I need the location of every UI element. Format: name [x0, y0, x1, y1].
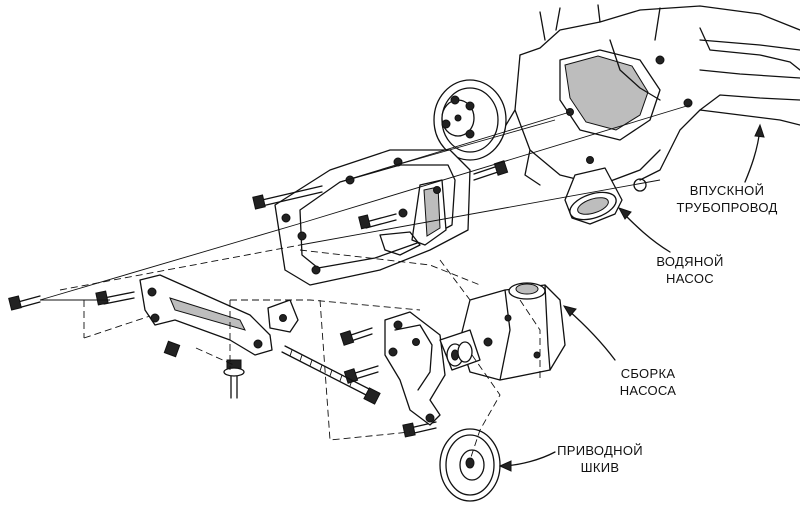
- pump-assembly-body: [439, 282, 566, 381]
- bolts: [8, 160, 509, 438]
- water-pump-hub: [433, 79, 507, 161]
- label-water-pump: ВОДЯНОЙ НАСОС: [640, 253, 740, 287]
- alignment-lines: [39, 104, 691, 461]
- label-pump-assembly: СБОРКА НАСОСА: [598, 365, 698, 399]
- label-drive-pulley-line1: ПРИВОДНОЙ: [557, 443, 643, 458]
- adjusting-bracket: [139, 274, 299, 356]
- label-drive-pulley-line2: ШКИВ: [580, 460, 620, 475]
- drive-pulley-part: [439, 428, 501, 502]
- label-intake-manifold: ВПУСКНОЙ ТРУБОПРОВОД: [654, 182, 800, 216]
- label-intake-manifold-line2: ТРУБОПРОВОД: [676, 200, 778, 215]
- engine-block: [499, 4, 800, 192]
- label-pump-assembly-line2: НАСОСА: [619, 383, 677, 398]
- label-pump-assembly-line1: СБОРКА: [620, 366, 676, 381]
- leader-arrows: [498, 123, 765, 472]
- label-drive-pulley: ПРИВОДНОЙ ШКИВ: [540, 442, 660, 476]
- label-water-pump-line2: НАСОС: [666, 271, 714, 286]
- main-bracket: [274, 149, 471, 286]
- water-pump-body: [564, 167, 623, 225]
- label-water-pump-line1: ВОДЯНОЙ: [656, 254, 724, 269]
- pump-bracket: [384, 311, 446, 426]
- label-intake-manifold-line1: ВПУСКНОЙ: [689, 183, 765, 198]
